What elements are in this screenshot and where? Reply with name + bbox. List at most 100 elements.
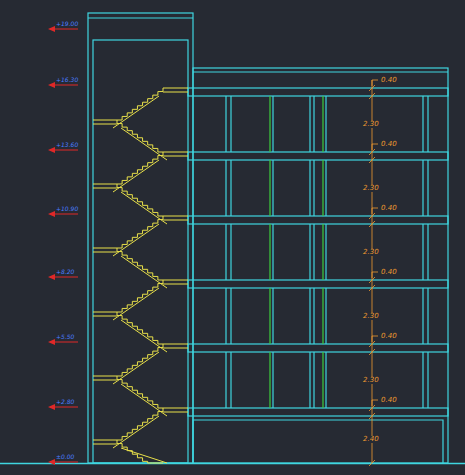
dim-leader: [372, 80, 378, 86]
column-line: [313, 224, 314, 280]
level-arrow: [48, 82, 55, 88]
level-label: +19.00: [56, 21, 78, 27]
stair-steps: [117, 216, 163, 248]
stair-landing: [163, 88, 188, 89]
stair-landing: [163, 220, 188, 221]
dim-leader: [372, 272, 378, 278]
stair-landing: [163, 156, 188, 157]
column-line: [325, 96, 326, 152]
stair-landing: [93, 124, 117, 125]
stair-landing: [93, 376, 117, 377]
level-label: +5.50: [56, 334, 74, 340]
column-line: [422, 352, 423, 408]
dimension-label: 0.40: [380, 269, 398, 276]
stair-landing: [163, 344, 188, 345]
stair-steps: [117, 152, 163, 184]
level-arrow: [48, 211, 55, 217]
level-label: +8.20: [56, 269, 74, 275]
stair-landing: [163, 92, 188, 93]
stair-steps: [117, 248, 163, 280]
stair-landing: [93, 316, 117, 317]
column-line: [313, 288, 314, 344]
column-line: [225, 224, 226, 280]
stair-landing: [163, 280, 188, 281]
column-line: [427, 160, 428, 216]
column-line: [325, 352, 326, 408]
column-line: [272, 96, 273, 152]
column-line: [422, 96, 423, 152]
dimension-label: 0.40: [380, 333, 398, 340]
column-line: [313, 352, 314, 408]
stair-landing: [93, 440, 117, 441]
level-arrow: [48, 26, 55, 32]
stair-landing: [93, 312, 117, 313]
column-line: [230, 288, 231, 344]
dim-tick: [369, 285, 375, 291]
level-arrow: [48, 459, 55, 465]
stair-landing: [93, 248, 117, 249]
column-line: [422, 288, 423, 344]
column-line: [309, 96, 310, 152]
level-label: +2.80: [56, 399, 74, 405]
stair-landing: [93, 188, 117, 189]
stair-landing: [93, 444, 117, 445]
stair-landing: [163, 348, 188, 349]
stair-landing: [163, 412, 188, 413]
column-line: [272, 288, 273, 344]
stair-steps: [117, 408, 163, 440]
column-line: [309, 352, 310, 408]
column-line: [427, 352, 428, 408]
dim-tick: [369, 221, 375, 227]
column-line: [309, 224, 310, 280]
level-label: ±0.00: [56, 454, 74, 460]
column-line: [325, 160, 326, 216]
column-line: [269, 96, 270, 152]
dimension-label: 2.30: [362, 185, 380, 192]
column-line: [422, 160, 423, 216]
dimension-label: 2.30: [362, 121, 380, 128]
column-line: [322, 160, 323, 216]
column-line: [309, 288, 310, 344]
column-line: [313, 96, 314, 152]
level-arrow: [48, 147, 55, 153]
dim-leader: [372, 144, 378, 150]
dim-tick: [369, 157, 375, 163]
stair-steps: [117, 120, 163, 152]
stair-landing: [163, 216, 188, 217]
stair-steps: [117, 312, 163, 344]
dim-tick: [369, 460, 375, 466]
dim-tick: [369, 349, 375, 355]
column-line: [422, 224, 423, 280]
stair-steps: [117, 344, 163, 376]
column-line: [325, 288, 326, 344]
stair-steps: [117, 184, 163, 216]
stair-steps: [117, 280, 163, 312]
level-arrow: [48, 339, 55, 345]
column-line: [272, 224, 273, 280]
column-line: [230, 224, 231, 280]
dimension-label: 0.40: [380, 77, 398, 84]
stair-landing: [163, 152, 188, 153]
stair-soffit: [121, 448, 167, 463]
column-line: [225, 160, 226, 216]
stair-landing: [93, 252, 117, 253]
stair-steps: [117, 376, 163, 408]
column-line: [230, 160, 231, 216]
dim-tick: [369, 93, 375, 99]
column-line: [427, 96, 428, 152]
column-line: [427, 288, 428, 344]
dimension-label: 2.40: [362, 436, 380, 443]
column-line: [230, 352, 231, 408]
column-line: [322, 352, 323, 408]
dimension-label: 2.30: [362, 377, 380, 384]
stair-landing: [163, 284, 188, 285]
column-line: [225, 352, 226, 408]
column-line: [325, 224, 326, 280]
level-arrow: [48, 274, 55, 280]
dimension-label: 2.30: [362, 313, 380, 320]
level-arrow: [48, 404, 55, 410]
level-label: +16.30: [56, 77, 78, 83]
column-line: [269, 224, 270, 280]
stair-landing: [93, 380, 117, 381]
